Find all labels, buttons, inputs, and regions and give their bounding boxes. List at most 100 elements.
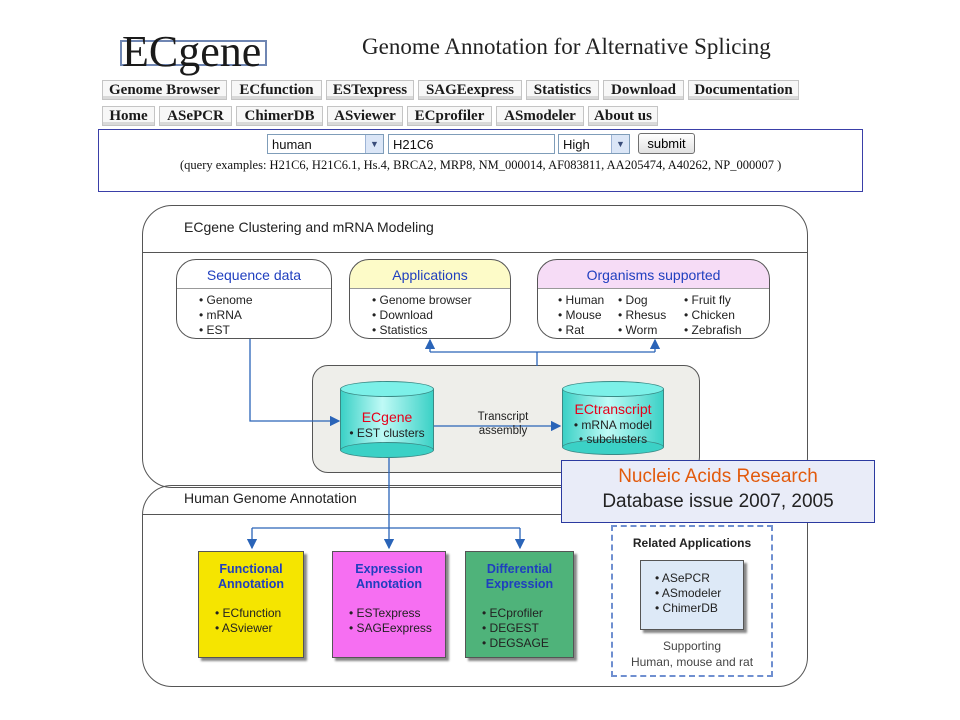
ecgene-db-name: ECgene bbox=[361, 409, 413, 425]
organism-item: • Chicken bbox=[684, 308, 735, 322]
citation-issue: Database issue 2007, 2005 bbox=[602, 491, 834, 512]
ecgene-db-sub: • EST clusters bbox=[349, 426, 425, 440]
query-input-value: H21C6 bbox=[393, 136, 434, 152]
sequence-data-item: • mRNA bbox=[199, 308, 242, 322]
ectranscript-database-icon: ECtranscript • mRNA model • subclusters bbox=[562, 381, 664, 455]
organisms-title: Organisms supported bbox=[586, 267, 721, 283]
query-input[interactable]: H21C6 bbox=[388, 134, 555, 154]
list-item: • ECprofiler bbox=[482, 606, 543, 620]
applications-item: • Statistics bbox=[372, 323, 428, 337]
title-line: Expression bbox=[355, 562, 423, 576]
title-line: Annotation bbox=[218, 577, 284, 591]
title-line: Functional bbox=[219, 562, 283, 576]
related-applications-title: Related Applications bbox=[632, 536, 752, 550]
sequence-data-item: • EST bbox=[199, 323, 230, 337]
organism-item: • Mouse bbox=[558, 308, 602, 322]
list-item: • DEGEST bbox=[482, 621, 539, 635]
expression-annotation-box: Expression Annotation • ESTexpress • SAG… bbox=[332, 551, 446, 658]
organism-item: • Dog bbox=[618, 293, 648, 307]
organisms-box: Organisms supported • Human • Mouse • Ra… bbox=[537, 259, 770, 339]
annotation-panel bbox=[142, 485, 808, 687]
site-logo[interactable]: ECgene bbox=[122, 27, 262, 76]
applications-item: • Genome browser bbox=[372, 293, 472, 307]
list-item: • DEGSAGE bbox=[482, 636, 549, 650]
list-item: • ASmodeler bbox=[655, 586, 722, 600]
sequence-data-title: Sequence data bbox=[206, 267, 302, 283]
applications-box: Applications • Genome browser • Download… bbox=[349, 259, 511, 339]
applications-item: • Download bbox=[372, 308, 433, 322]
organism-select-value: human bbox=[272, 136, 312, 152]
tab-asviewer[interactable]: ASviewer bbox=[327, 106, 403, 126]
organism-item: • Worm bbox=[618, 323, 658, 337]
organism-select[interactable]: human ▼ bbox=[267, 134, 384, 154]
clustering-panel-divider bbox=[143, 252, 807, 253]
supporting-note: Supporting Human, mouse and rat bbox=[611, 638, 773, 670]
differential-expression-box: Differential Expression • ECprofiler • D… bbox=[465, 551, 574, 658]
assembly-label-line: assembly bbox=[478, 425, 528, 437]
supporting-line: Supporting bbox=[662, 639, 722, 653]
site-tagline: Genome Annotation for Alternative Splici… bbox=[362, 34, 771, 59]
list-item: • ECfunction bbox=[215, 606, 282, 620]
expression-title: Expression Annotation bbox=[333, 562, 445, 592]
divider bbox=[350, 288, 510, 289]
citation-box bbox=[561, 460, 875, 523]
organism-item: • Human bbox=[558, 293, 605, 307]
list-item: • ChimerDB bbox=[655, 601, 718, 615]
ectranscript-db-sub: • subclusters bbox=[578, 432, 648, 446]
related-applications-list: • ASePCR • ASmodeler • ChimerDB bbox=[640, 560, 744, 630]
title-line: Annotation bbox=[356, 577, 422, 591]
chevron-down-icon: ▼ bbox=[611, 135, 629, 153]
tab-home[interactable]: Home bbox=[102, 106, 155, 126]
stringency-select-value: High bbox=[563, 136, 590, 152]
tab-asmodeler[interactable]: ASmodeler bbox=[496, 106, 584, 126]
ectranscript-db-sub: • mRNA model bbox=[573, 418, 653, 432]
tab-genome-browser[interactable]: Genome Browser bbox=[102, 80, 227, 100]
functional-title: Functional Annotation bbox=[199, 562, 303, 592]
title-line: Expression bbox=[485, 577, 554, 591]
annotation-panel-title: Human Genome Annotation bbox=[184, 490, 357, 506]
transcript-assembly-label: Transcript assembly bbox=[466, 410, 540, 438]
organism-item: • Fruit fly bbox=[684, 293, 731, 307]
tab-download[interactable]: Download bbox=[603, 80, 684, 100]
applications-title: Applications bbox=[392, 267, 468, 283]
tab-ecprofiler[interactable]: ECprofiler bbox=[407, 106, 492, 126]
tab-asepcr[interactable]: ASePCR bbox=[159, 106, 232, 126]
list-item: • ASviewer bbox=[215, 621, 273, 635]
list-item: • ESTexpress bbox=[349, 606, 421, 620]
sequence-data-item: • Genome bbox=[199, 293, 253, 307]
divider bbox=[538, 288, 769, 289]
tab-chimerdb[interactable]: ChimerDB bbox=[236, 106, 323, 126]
chevron-down-icon: ▼ bbox=[365, 135, 383, 153]
stringency-select[interactable]: High ▼ bbox=[558, 134, 630, 154]
transcript-label-line: Transcript bbox=[477, 411, 529, 423]
logo-frame bbox=[120, 40, 267, 66]
query-examples: (query examples: H21C6, H21C6.1, Hs.4, B… bbox=[180, 158, 782, 172]
tab-about-us[interactable]: About us bbox=[588, 106, 658, 126]
ectranscript-db-name: ECtranscript bbox=[574, 401, 652, 417]
differential-title: Differential Expression bbox=[466, 562, 573, 592]
functional-annotation-box: Functional Annotation • ECfunction • ASv… bbox=[198, 551, 304, 658]
organism-item: • Zebrafish bbox=[684, 323, 742, 337]
related-applications-box bbox=[611, 525, 773, 677]
tab-statistics[interactable]: Statistics bbox=[526, 80, 599, 100]
submit-button[interactable]: submit bbox=[638, 133, 695, 154]
clustering-panel-title: ECgene Clustering and mRNA Modeling bbox=[184, 219, 434, 235]
list-item: • SAGEexpress bbox=[349, 621, 432, 635]
title-line: Differential bbox=[486, 562, 553, 576]
organism-item: • Rat bbox=[558, 323, 585, 337]
sequence-data-box: Sequence data • Genome • mRNA • EST bbox=[176, 259, 332, 339]
supporting-line: Human, mouse and rat bbox=[630, 655, 754, 669]
ecgene-database-icon: ECgene • EST clusters bbox=[340, 381, 434, 458]
list-item: • ASePCR bbox=[655, 571, 710, 585]
tab-ecfunction[interactable]: ECfunction bbox=[231, 80, 322, 100]
organism-item: • Rhesus bbox=[618, 308, 667, 322]
tab-sageexpress[interactable]: SAGEexpress bbox=[418, 80, 522, 100]
citation-journal: Nucleic Acids Research bbox=[618, 466, 818, 487]
tab-documentation[interactable]: Documentation bbox=[688, 80, 799, 100]
annotation-panel-divider bbox=[143, 514, 807, 515]
tab-estexpress[interactable]: ESTexpress bbox=[326, 80, 414, 100]
divider bbox=[177, 288, 331, 289]
clustering-panel bbox=[142, 205, 808, 488]
search-panel bbox=[98, 129, 863, 192]
